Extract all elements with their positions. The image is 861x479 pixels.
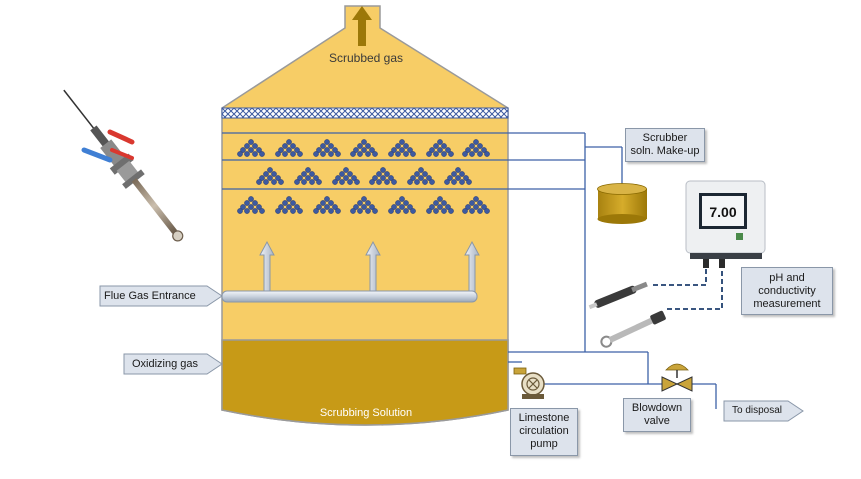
scrubbing-solution-pool [221,339,509,426]
limestone-pump-label: Limestone circulation pump [510,408,578,456]
sensor-probe-icon [588,281,666,348]
scrubbing-solution-label: Scrubbing Solution [320,407,412,419]
flue-gas-entrance-label: Flue Gas Entrance [104,290,196,302]
oxidizing-gas-arrow [123,353,223,375]
flue-gas-header [221,290,478,303]
spray-header-pipes [222,132,717,409]
spray-nozzle [294,167,322,185]
spray-nozzle [256,167,284,185]
probe-cables [653,268,723,310]
blowdown-valve-label: Blowdown valve [623,398,691,432]
spray-nozzle [237,139,265,157]
spray-nozzle [426,196,454,214]
spray-nozzle [407,167,435,185]
spray-nozzle [332,167,360,185]
spray-nozzle [369,167,397,185]
spray-nozzle [444,167,472,185]
spray-nozzle [350,196,378,214]
spray-nozzle [426,139,454,157]
valve-icon [661,363,693,392]
gas-flow-arrows [259,240,480,295]
spray-nozzle [313,139,341,157]
scrubber-makeup-label: Scrubber soln. Make-up [625,128,705,162]
scrubber-vessel [221,5,509,426]
pump-icon [513,367,545,399]
scrubbed-gas-label: Scrubbed gas [329,51,403,65]
spray-nozzles [237,139,490,214]
to-disposal-label: To disposal [732,405,783,416]
spray-nozzle [388,139,416,157]
probe-handles [81,129,135,163]
spray-nozzle [275,139,303,157]
mist-eliminator [221,107,509,119]
spray-nozzle [313,196,341,214]
makeup-tank-icon [597,183,647,224]
oxidizing-gas-label: Oxidizing gas [132,358,199,370]
spray-nozzle [275,196,303,214]
spray-nozzle [462,139,490,157]
analyzer-icon [685,180,766,268]
to-disposal-arrow [723,400,804,422]
insertion-probe-icon [63,89,184,242]
spray-nozzle [237,196,265,214]
analyzer-reading: 7.00 [709,204,736,220]
scrubbed-gas-arrow [352,6,372,46]
flue-gas-entrance-arrow [99,285,223,307]
spray-nozzle [388,196,416,214]
spray-nozzle [350,139,378,157]
ph-conductivity-label: pH and conductivity measurement [741,267,833,315]
spray-nozzle [462,196,490,214]
